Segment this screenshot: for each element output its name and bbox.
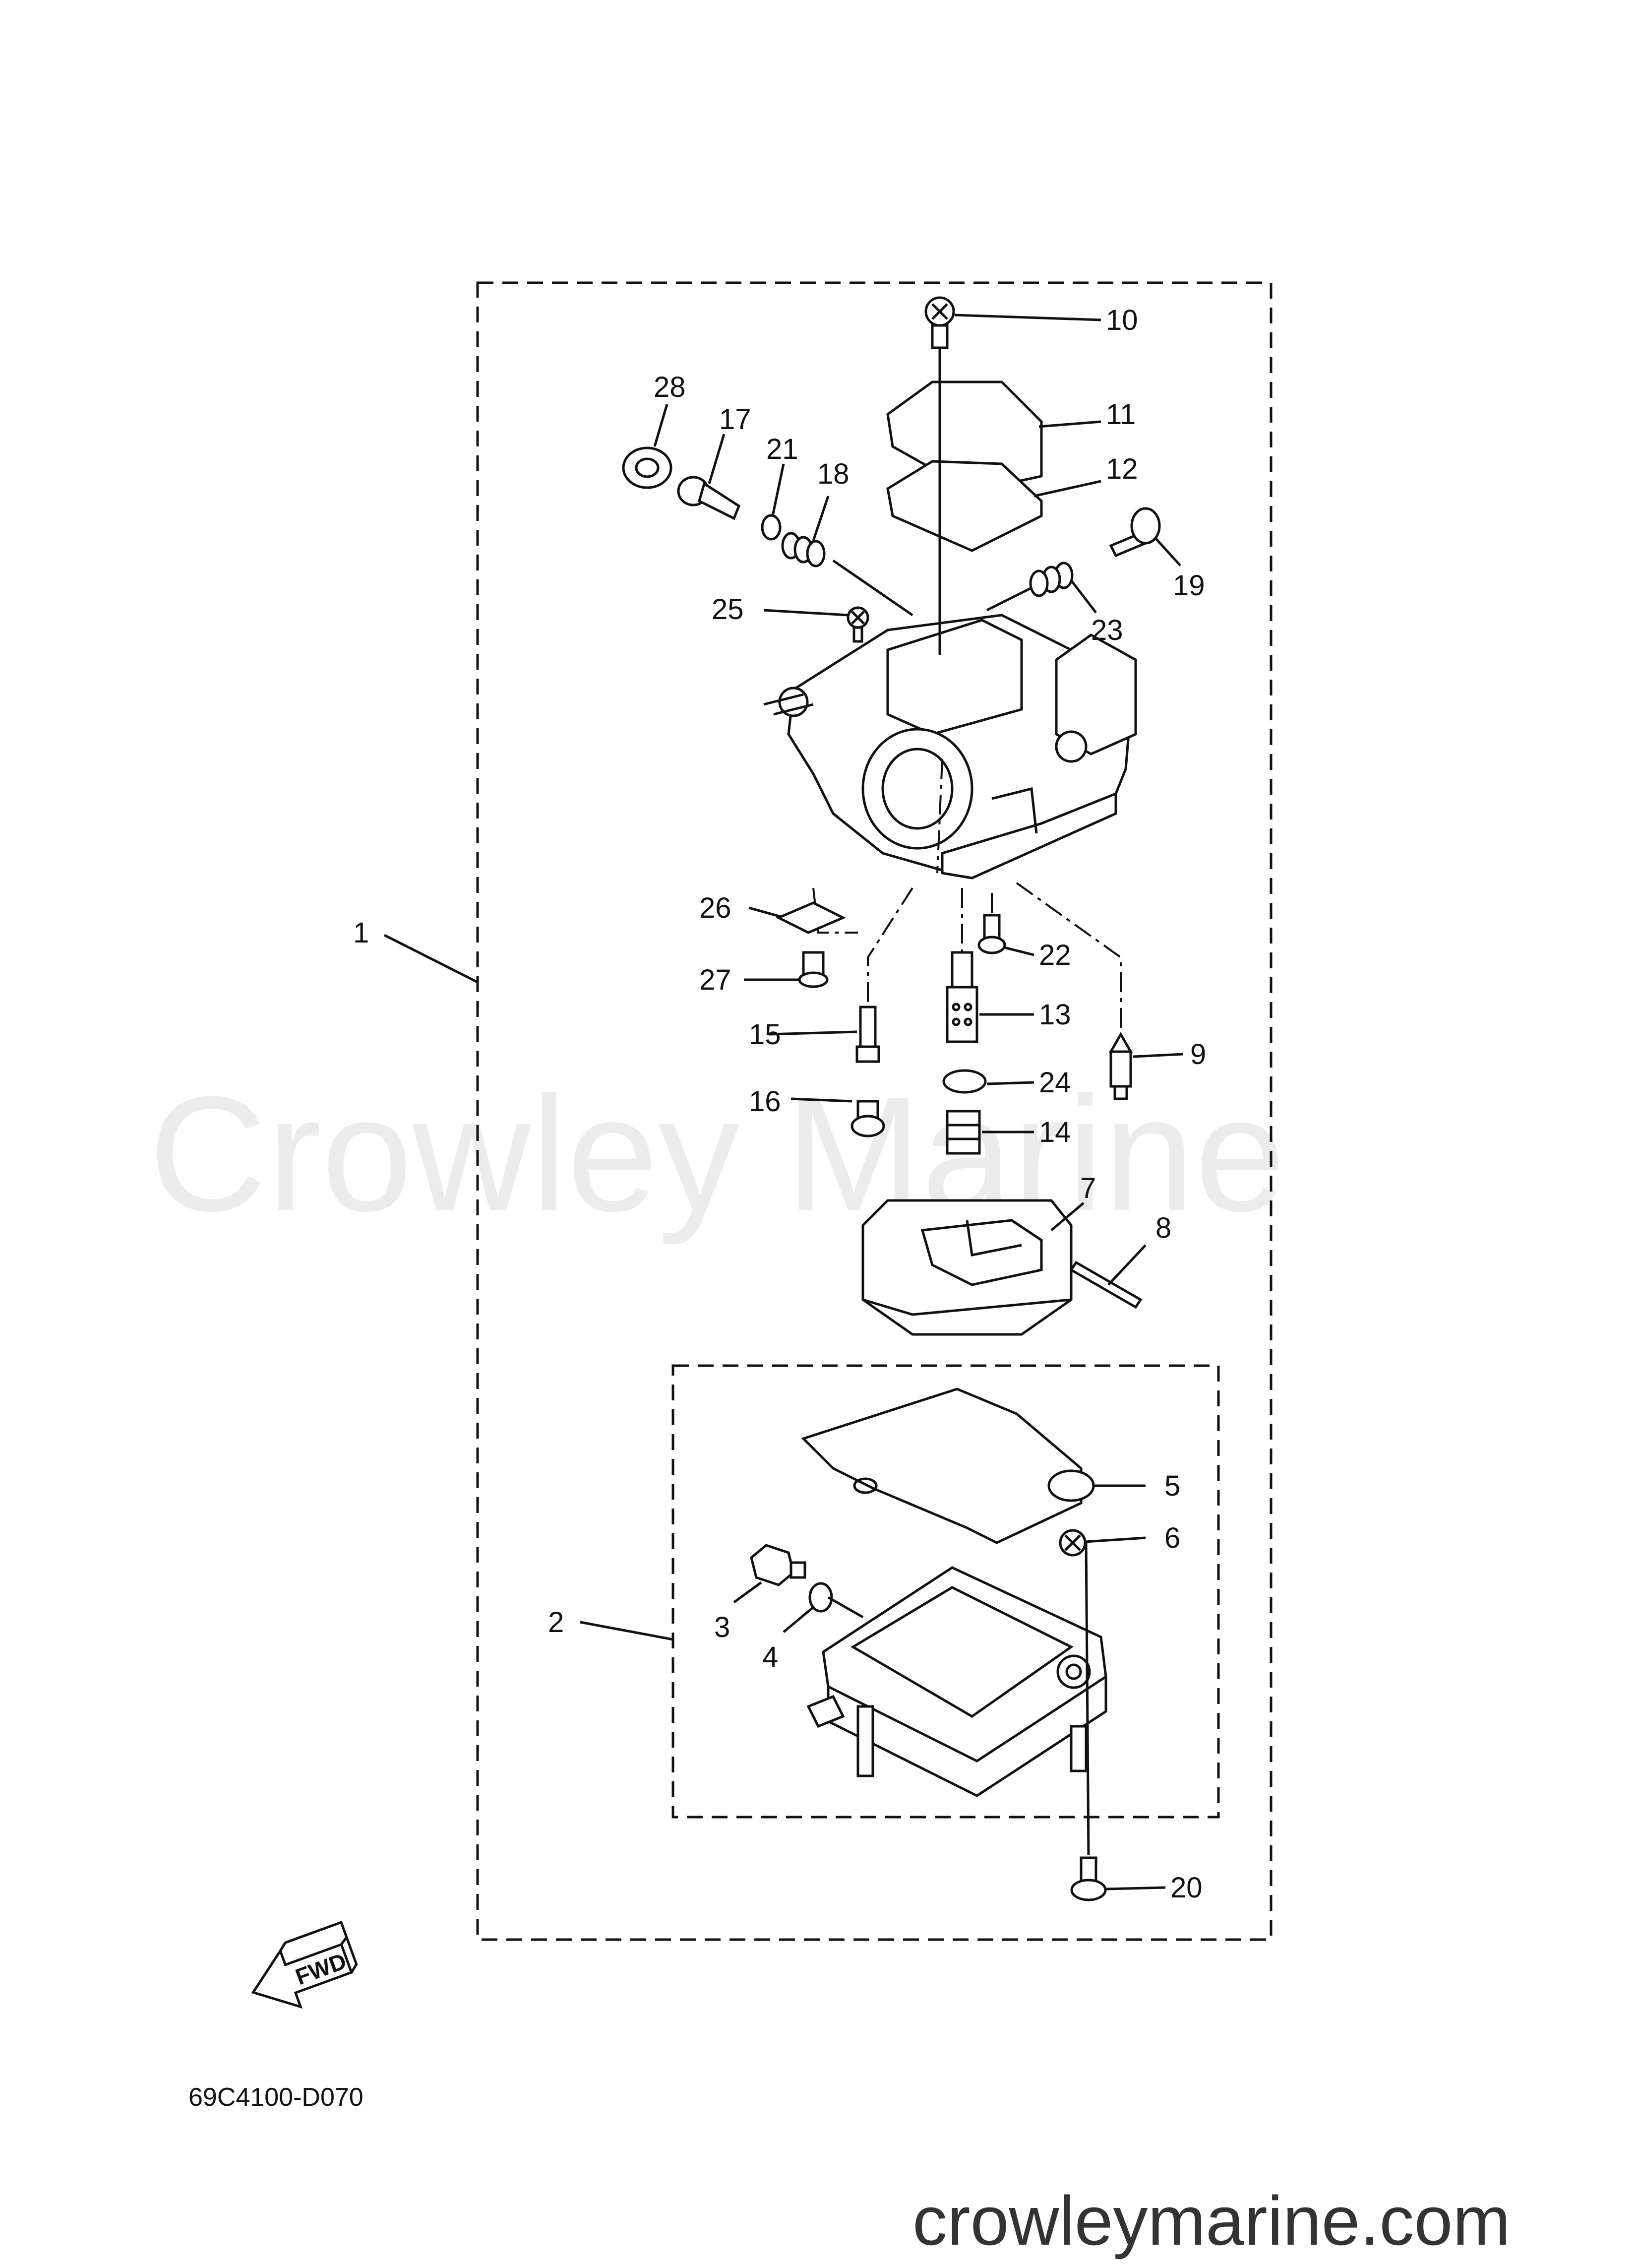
callout-2: 2: [548, 1606, 564, 1638]
assembly-1-boundary: [476, 281, 1273, 1941]
callout-19: 19: [1173, 569, 1205, 602]
callout-26: 26: [699, 892, 731, 924]
callout-23: 23: [1091, 614, 1123, 646]
callout-5: 5: [1164, 1470, 1180, 1502]
callout-1: 1: [353, 917, 369, 949]
part-23-spring: [1029, 562, 1074, 597]
part-24-o-ring: [942, 1069, 987, 1094]
callout-14: 14: [1039, 1116, 1071, 1148]
carburetor-body: [763, 614, 1137, 880]
part-9-needle-valve: [1108, 1031, 1133, 1100]
part-17-pilot-screw: [677, 476, 741, 520]
assembly-2-boundary: [671, 1364, 1220, 1819]
callout-17: 17: [719, 403, 751, 436]
part-21-o-ring: [761, 514, 782, 541]
callout-22: 22: [1039, 939, 1071, 971]
callout-28: 28: [654, 371, 686, 403]
callout-24: 24: [1039, 1067, 1071, 1099]
callout-7: 7: [1080, 1172, 1096, 1204]
callout-20: 20: [1170, 1872, 1203, 1904]
callout-6: 6: [1164, 1522, 1180, 1554]
website-text: crowleymarine.com: [912, 2182, 1511, 2260]
part-28-cap: [622, 446, 672, 489]
part-18-axis-line: [832, 559, 913, 617]
callout-labels: 10 11 12 28 17 21 18 19 23 25 26 27 22 1…: [353, 304, 1206, 1904]
part-5-gasket: [801, 1387, 1095, 1544]
callout-4: 4: [762, 1641, 778, 1673]
part-16-main-jet: [850, 1100, 885, 1137]
callout-10: 10: [1106, 304, 1138, 336]
part-6-axis-line: [1085, 1542, 1090, 1856]
part-13-main-nozzle: [946, 951, 978, 1043]
part-3-screw: [750, 1544, 806, 1586]
part-23-axis-line: [986, 586, 1033, 612]
callout-16: 16: [749, 1085, 781, 1118]
float-chamber: [806, 1566, 1107, 1797]
part-26-plate: [776, 901, 846, 934]
watermark-text: Crowley Marine: [149, 1062, 1285, 1246]
part-10-screw: [924, 296, 955, 349]
part-15-jet: [855, 1006, 880, 1063]
callout-13: 13: [1039, 999, 1071, 1031]
callout-8: 8: [1155, 1212, 1171, 1244]
part-4-washer: [808, 1582, 833, 1613]
leader-lines: [383, 314, 1183, 1890]
callout-11: 11: [1106, 398, 1136, 431]
part-25-screw: [847, 606, 869, 643]
part-20-screw: [1070, 1856, 1107, 1901]
part-27-screw: [798, 951, 829, 988]
part-14-sleeve: [946, 1110, 981, 1155]
part-7-float: [861, 1199, 1073, 1336]
callout-9: 9: [1190, 1038, 1206, 1071]
part-6-drain-plug: [1059, 1529, 1087, 1557]
part-19-throttle-stop-screw: [1109, 507, 1161, 558]
fwd-arrow-icon: FWD: [251, 1920, 358, 2009]
callout-18: 18: [817, 458, 850, 490]
callout-3: 3: [714, 1611, 730, 1643]
callout-25: 25: [712, 593, 744, 626]
part-18-spring: [781, 532, 826, 567]
diagram-code: 69C4100-D070: [188, 2083, 364, 2112]
part-22-pilot-jet: [977, 914, 1006, 954]
callout-21: 21: [766, 433, 798, 465]
callout-27: 27: [699, 964, 731, 996]
callout-15: 15: [749, 1018, 781, 1051]
part-8-pin: [1069, 1260, 1143, 1309]
callout-12: 12: [1106, 453, 1138, 485]
part-12-gasket: [886, 460, 1043, 552]
